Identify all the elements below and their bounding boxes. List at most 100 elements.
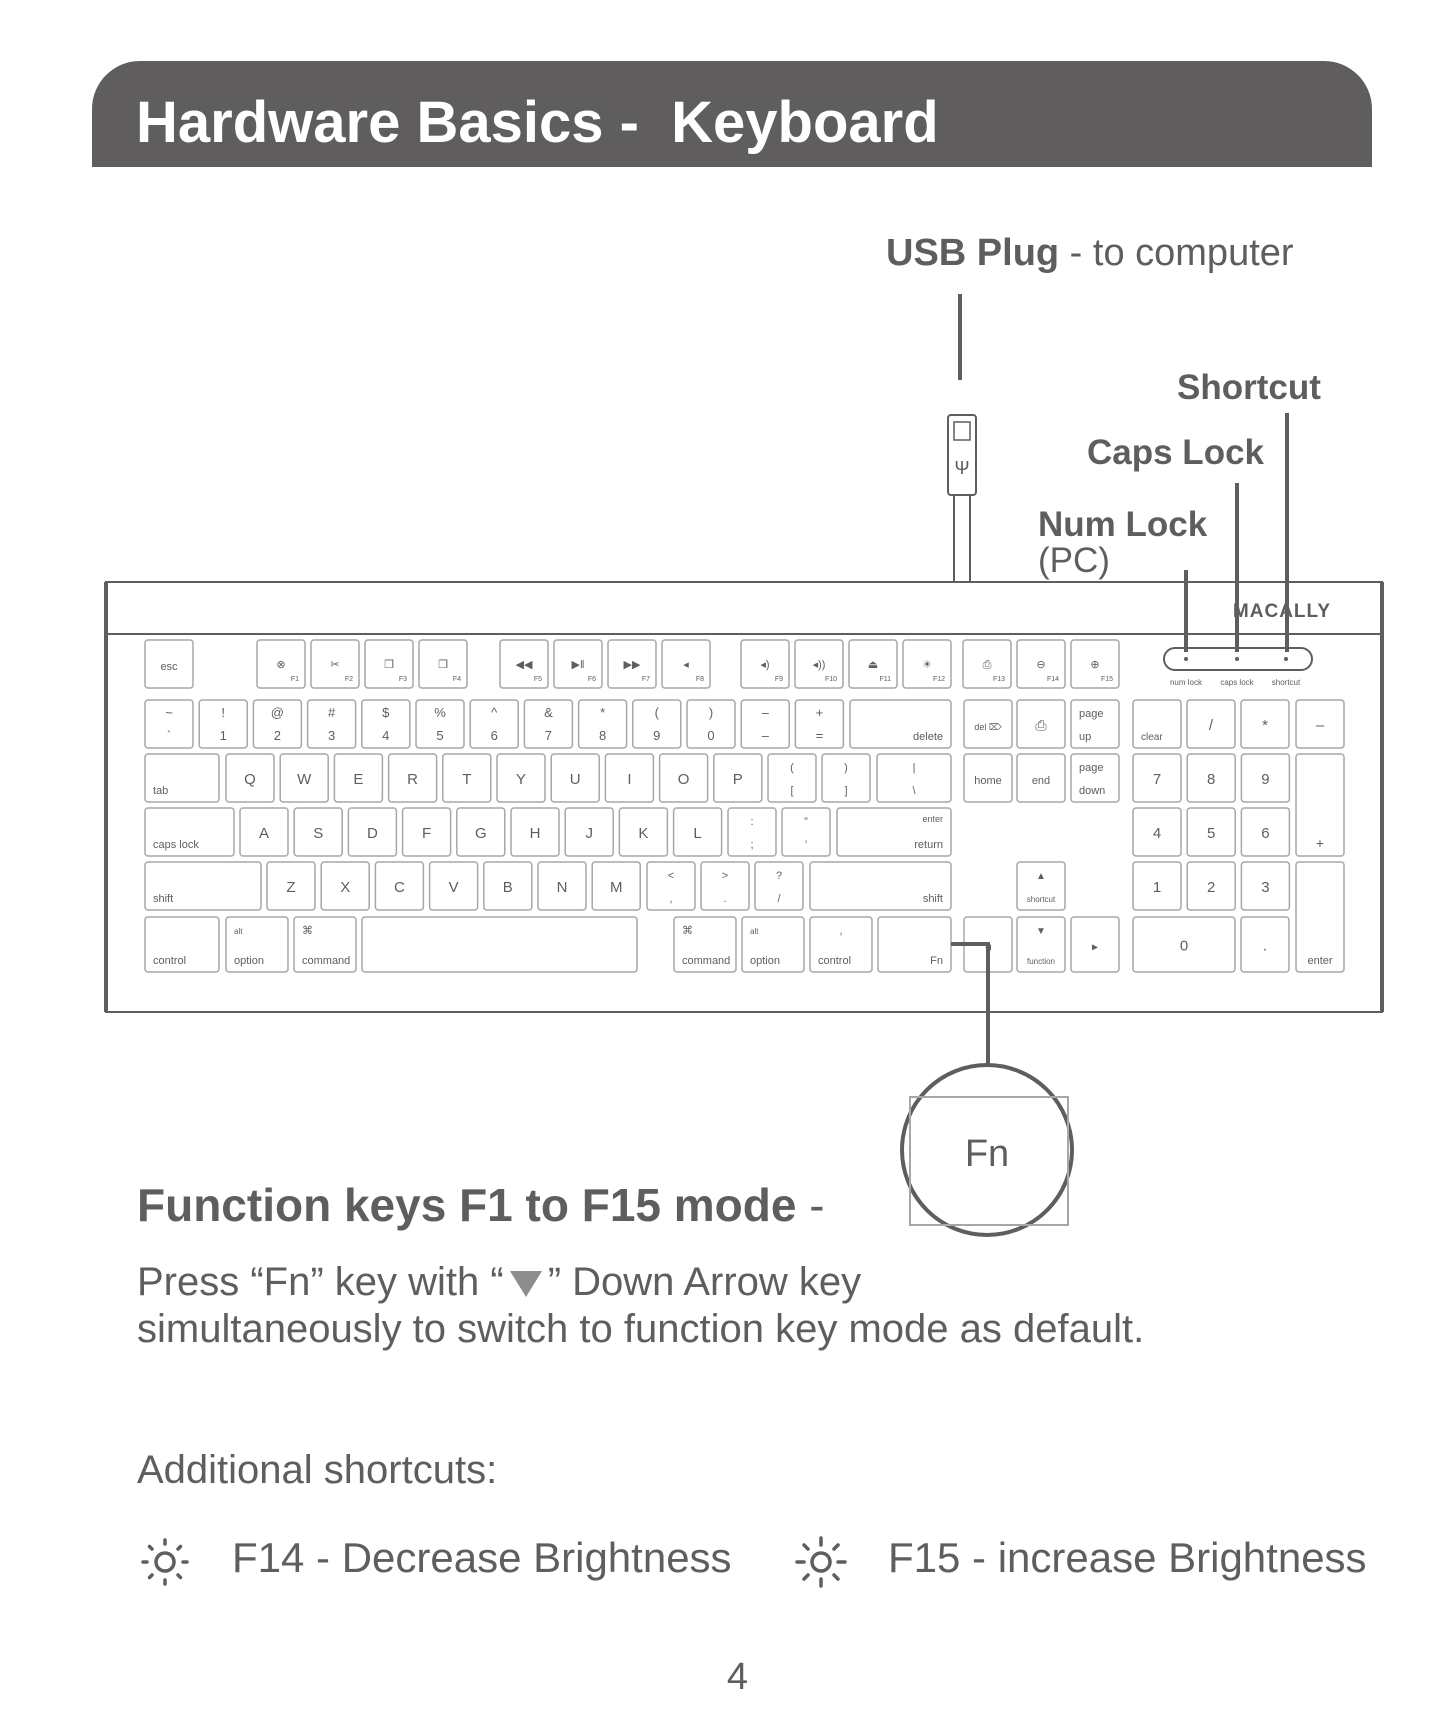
- key-label: Fn: [930, 955, 943, 967]
- key-label: F2: [345, 676, 353, 683]
- indicator-label: shortcut: [1272, 678, 1301, 687]
- function-keys-heading: Function keys F1 to F15 mode -: [137, 1178, 825, 1232]
- key: [1295, 861, 1345, 973]
- key: [306, 699, 357, 749]
- key-label: 3: [328, 728, 335, 743]
- key: [361, 699, 411, 749]
- key-label: 0: [1180, 938, 1188, 955]
- key: [496, 753, 546, 803]
- usb-plug-label: USB Plug: [886, 232, 1060, 274]
- key: [499, 639, 549, 689]
- key: [252, 699, 303, 749]
- key-label: +: [816, 705, 824, 720]
- key: [456, 807, 506, 857]
- key-label: /: [777, 893, 781, 905]
- key-label: F7: [642, 676, 650, 683]
- key-label: end: [1032, 775, 1050, 787]
- key: [963, 699, 1013, 749]
- fn-callout-line: [951, 942, 990, 1066]
- key: [1132, 753, 1182, 803]
- key-label: command: [682, 955, 730, 967]
- key-label: ;: [750, 839, 753, 851]
- key: [754, 861, 804, 911]
- key: [632, 699, 682, 749]
- key: [1016, 916, 1066, 973]
- key: [144, 639, 194, 689]
- key-label: 1: [1153, 879, 1161, 896]
- key-label: .: [723, 893, 726, 905]
- key-label: S: [313, 825, 323, 842]
- key-label: control: [153, 955, 186, 967]
- key-label: F5: [534, 676, 542, 683]
- key-label: option: [750, 955, 780, 967]
- num-lock-callout: Num Lock: [1038, 505, 1208, 544]
- function-keys-heading-dash: -: [796, 1179, 825, 1231]
- key-label: 7: [1153, 771, 1161, 788]
- key: [1132, 916, 1236, 973]
- key: [310, 639, 360, 689]
- key-label: –: [1316, 717, 1325, 734]
- key-label: [: [790, 785, 793, 797]
- sun-large-icon: [795, 1536, 847, 1588]
- key: [333, 753, 384, 803]
- key-label: –: [762, 705, 770, 720]
- key: [553, 639, 603, 689]
- key-label: F15: [1101, 676, 1113, 683]
- key-label: `: [167, 728, 171, 743]
- indicator-led: [1284, 657, 1288, 661]
- key: [225, 916, 289, 973]
- instruction-line-1: Press “Fn” key with “” Down Arrow key: [137, 1260, 861, 1305]
- key-label: F11: [879, 676, 891, 683]
- key: [1070, 916, 1120, 973]
- key-label: ”: [804, 816, 808, 828]
- fn-zoom-key: [909, 1096, 1069, 1226]
- additional-shortcuts-title: Additional shortcuts:: [137, 1448, 498, 1492]
- key: [293, 916, 357, 973]
- indicator-label: caps lock: [1220, 678, 1254, 687]
- key-label: P: [733, 771, 743, 788]
- key-label: /: [1209, 717, 1214, 734]
- key-label: enter: [1307, 955, 1332, 967]
- instruction-part-b: ” Down Arrow key: [547, 1260, 862, 1304]
- key: [428, 861, 479, 911]
- key-label: F4: [453, 676, 461, 683]
- key: [144, 699, 194, 749]
- key-label: 7: [545, 728, 552, 743]
- page-number: 4: [726, 1656, 749, 1698]
- shortcut-callout: Shortcut: [1177, 368, 1321, 407]
- key: [1016, 699, 1066, 749]
- indicator-led: [1235, 657, 1239, 661]
- key: [1132, 699, 1182, 749]
- key-label: F1: [291, 676, 299, 683]
- key-label: 4: [382, 728, 389, 743]
- key: [361, 916, 638, 973]
- key: [809, 861, 952, 911]
- key-label: D: [367, 825, 378, 842]
- key: [144, 916, 220, 973]
- key-label: down: [1079, 785, 1105, 797]
- key: [144, 807, 235, 857]
- key-label: ,: [669, 893, 672, 905]
- key-label: –: [762, 728, 770, 743]
- key-label: 8: [1207, 771, 1215, 788]
- key-label: function: [1027, 957, 1055, 966]
- key-label: 1: [220, 728, 227, 743]
- key: [740, 699, 790, 749]
- key-icon: ⏏: [868, 659, 878, 671]
- key-label: del ⌦: [974, 722, 1002, 732]
- key: [320, 861, 370, 911]
- key-icon: ❐: [438, 659, 448, 671]
- key-label: tab: [153, 785, 168, 797]
- key-label: .: [1263, 938, 1267, 955]
- key: [1186, 753, 1236, 803]
- key-label: 2: [274, 728, 281, 743]
- key-label: 9: [1261, 771, 1269, 788]
- key: [767, 753, 817, 803]
- usb-cable: [953, 494, 971, 583]
- key-label: page: [1079, 708, 1103, 720]
- brand-logo: MACALLY: [1233, 601, 1331, 622]
- key-label: R: [407, 771, 418, 788]
- key-label: page: [1079, 762, 1103, 774]
- key-label: @: [271, 705, 284, 720]
- key: [564, 807, 614, 857]
